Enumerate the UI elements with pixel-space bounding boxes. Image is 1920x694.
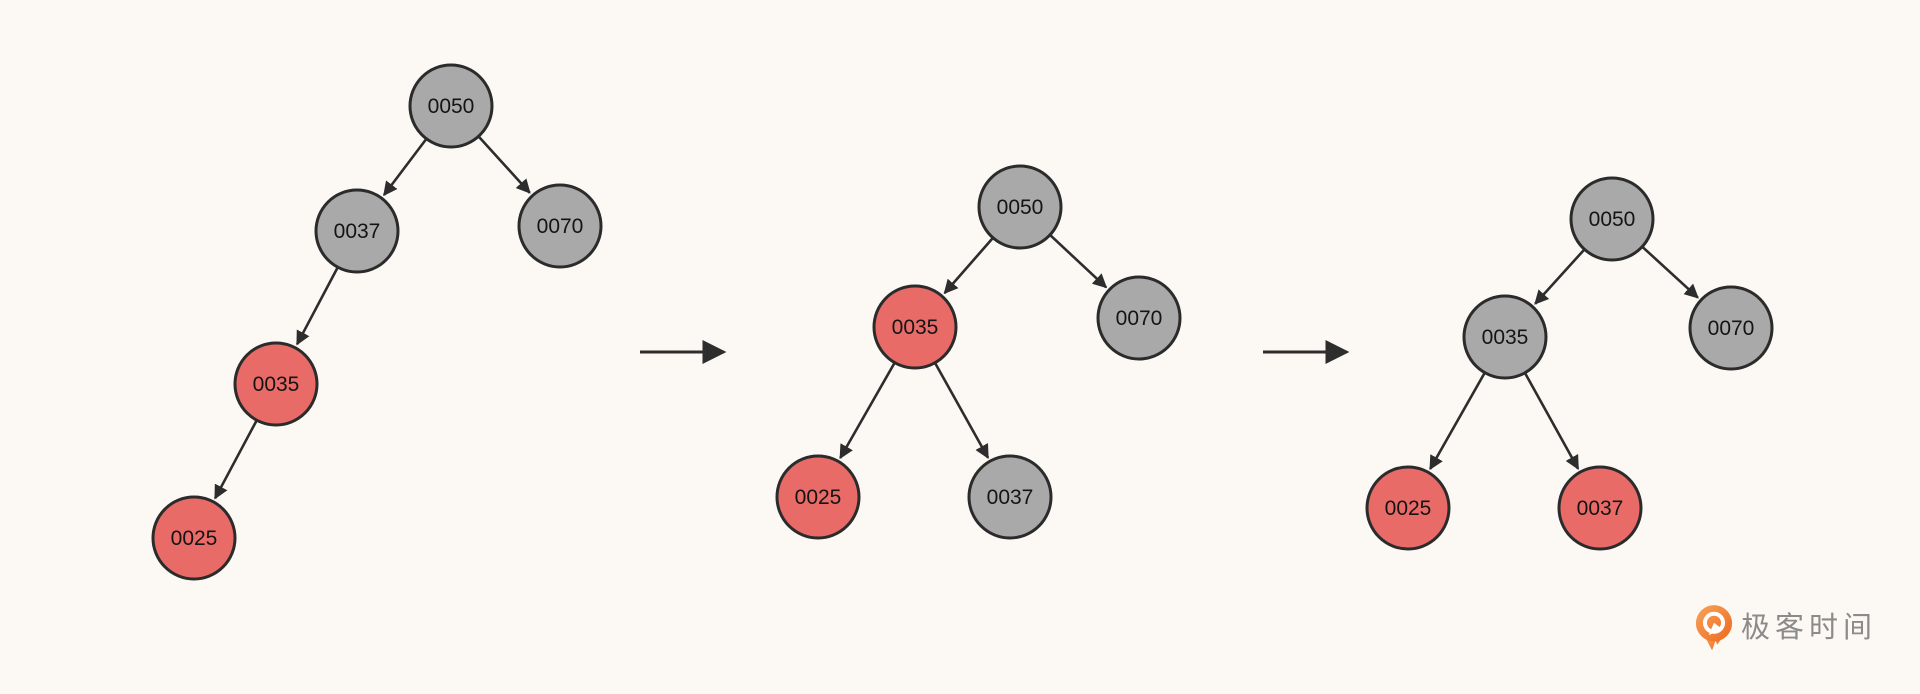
node-circle: [408, 63, 494, 149]
brand-logo: 极客时间: [1694, 602, 1877, 654]
node-label: 0037: [987, 486, 1034, 509]
tree-node-0037: 0037: [967, 454, 1053, 540]
node-label: 0025: [795, 486, 842, 509]
edge-n50-n35: [943, 237, 994, 295]
node-label: 0037: [334, 220, 381, 243]
edge-n35-n25: [1429, 372, 1486, 471]
node-circle: [314, 188, 400, 274]
node-label: 0050: [428, 95, 475, 118]
tree-step-1: 0050 0037 0070 0035 0025: [151, 63, 603, 581]
tree-node-0035: 0035: [233, 341, 319, 427]
node-label: 0025: [1385, 497, 1432, 520]
node-circle: [967, 454, 1053, 540]
edge-n50-n70: [478, 136, 531, 194]
node-circle: [775, 454, 861, 540]
edge-n35-n37: [1524, 373, 1580, 470]
node-circle: [977, 164, 1063, 250]
tree-node-0070: 0070: [517, 183, 603, 269]
node-label: 0070: [1708, 317, 1755, 340]
node-label: 0025: [171, 527, 218, 550]
edge-n50-n70: [1049, 234, 1108, 289]
node-label: 0070: [1116, 307, 1163, 330]
node-circle: [1365, 465, 1451, 551]
node-label: 0035: [253, 373, 300, 396]
edge-n35-n37: [934, 363, 990, 459]
node-circle: [1557, 465, 1643, 551]
edge-n35-n25: [839, 362, 896, 460]
tree-node-0025: 0025: [1365, 465, 1451, 551]
tree-node-0037: 0037: [1557, 465, 1643, 551]
geektime-logo-text: 极客时间: [1741, 611, 1878, 644]
tree-step-2: 0050 0035 0070 0025 0037: [775, 164, 1182, 540]
tree-node-0035: 0035: [872, 284, 958, 370]
tree-node-0025: 0025: [151, 495, 237, 581]
node-circle: [151, 495, 237, 581]
node-label: 0050: [997, 196, 1044, 219]
tree-node-0070: 0070: [1096, 275, 1182, 361]
node-label: 0035: [1482, 326, 1529, 349]
node-circle: [1462, 294, 1548, 380]
node-circle: [517, 183, 603, 269]
node-label: 0070: [537, 215, 584, 238]
node-label: 0037: [1577, 497, 1624, 520]
node-circle: [1569, 176, 1655, 262]
geektime-logo-icon: [1695, 605, 1733, 651]
node-circle: [233, 341, 319, 427]
tree-node-0070: 0070: [1688, 285, 1774, 371]
node-circle: [872, 284, 958, 370]
tree-node-0025: 0025: [775, 454, 861, 540]
tree-step-3: 0050 0035 0070 0025 0037: [1365, 176, 1774, 551]
edge-n35-n25: [213, 420, 258, 500]
tree-node-0050: 0050: [1569, 176, 1655, 262]
edge-n50-n35: [1534, 249, 1585, 305]
tree-node-0035: 0035: [1462, 294, 1548, 380]
tree-node-0050: 0050: [408, 63, 494, 149]
logo-inner-wedge: [1708, 622, 1723, 636]
edge-n50-n70: [1642, 246, 1699, 299]
edge-n37-n35: [295, 267, 339, 346]
node-circle: [1096, 275, 1182, 361]
node-label: 0050: [1589, 208, 1636, 231]
node-circle: [1688, 285, 1774, 371]
tree-node-0050: 0050: [977, 164, 1063, 250]
tree-node-0037: 0037: [314, 188, 400, 274]
node-label: 0035: [892, 316, 939, 339]
edge-n50-n37: [382, 138, 427, 197]
